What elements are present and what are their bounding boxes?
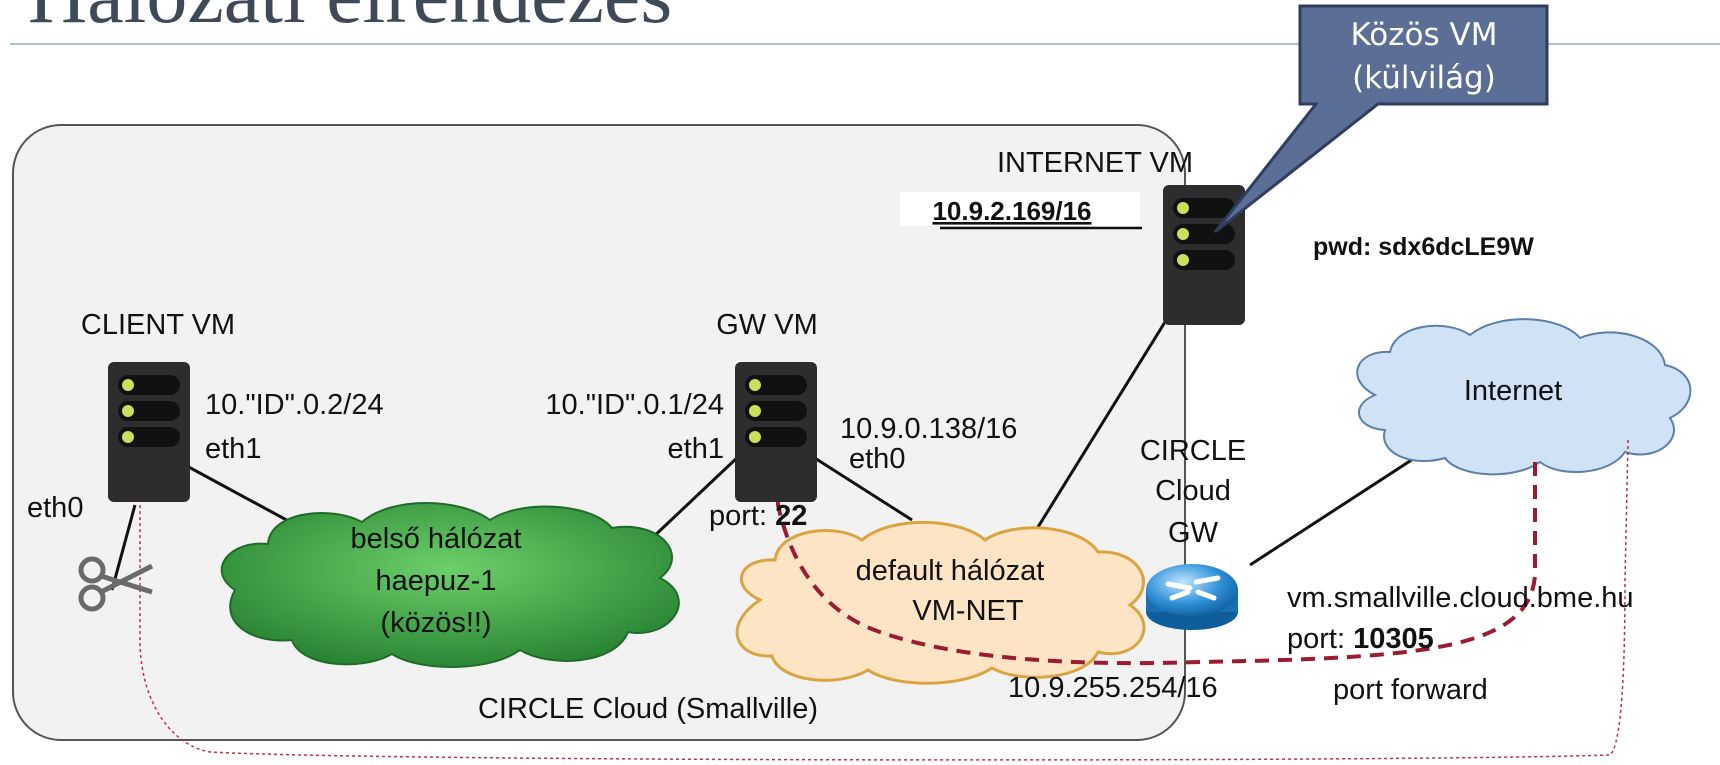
gw-vm-eth1: eth1	[668, 433, 724, 465]
scissors-icon	[78, 556, 154, 612]
client-vm-eth1: eth1	[205, 433, 261, 465]
gw-vm-label: GW VM	[716, 309, 818, 341]
internet-vm-server-icon	[1163, 185, 1245, 325]
callout-line2: (külvilág)	[1352, 60, 1496, 96]
client-vm-label: CLIENT VM	[81, 309, 235, 341]
default-network-line1: default hálózat	[856, 555, 1045, 587]
default-net-ip: 10.9.0.138/16	[840, 413, 1017, 445]
router-icon	[1146, 564, 1238, 630]
circle-gw-ip: 10.9.255.254/16	[1008, 672, 1218, 704]
client-vm-ip: 10."ID".0.2/24	[205, 389, 384, 421]
circle-gw-line2: Cloud	[1155, 475, 1231, 507]
forward-label: port forward	[1333, 674, 1488, 706]
default-network-line2: VM-NET	[912, 595, 1023, 627]
circle-cloud-label: CIRCLE Cloud (Smallville)	[478, 693, 818, 725]
callout-shape	[1213, 4, 1549, 234]
slide-title: Hálózati elrendezés	[28, 0, 672, 40]
gw-vm-ip: 10."ID".0.1/24	[545, 389, 724, 421]
link-client-eth0	[110, 504, 137, 591]
internet-vm-ip-box	[900, 192, 1140, 226]
password-label: pwd: sdx6dcLE9W	[1313, 233, 1534, 261]
port-forward-path	[765, 420, 1537, 666]
circle-gw-line1: CIRCLE	[1140, 435, 1246, 467]
callout-line1: Közös VM	[1351, 17, 1498, 53]
internet-label: Internet	[1464, 375, 1562, 407]
link-gw-internal	[648, 453, 742, 542]
link-internet-vm-default	[1028, 321, 1167, 541]
gw-vm-port: port: 22	[709, 500, 807, 532]
gw-vm-server-icon	[735, 362, 817, 502]
client-vm-eth0: eth0	[27, 492, 83, 524]
link-gw-default	[809, 453, 913, 522]
gw-vm-eth0: eth0	[849, 443, 905, 475]
default-network-cloud	[735, 520, 1146, 685]
internal-network-cloud	[220, 502, 680, 668]
internal-network-line3: (közös!!)	[380, 607, 491, 639]
forward-port: port: 10305	[1287, 623, 1434, 655]
client-vm-server-icon	[108, 362, 190, 502]
internet-vm-label: INTERNET VM	[997, 147, 1193, 179]
internet-vm-ip: 10.9.2.169/16	[932, 196, 1091, 226]
forward-host: vm.smallville.cloud.bme.hu	[1287, 582, 1634, 614]
internal-network-line2: haepuz-1	[376, 565, 497, 597]
internet-cloud	[1356, 318, 1692, 476]
circle-gw-line3: GW	[1168, 517, 1219, 549]
internal-network-line1: belső hálózat	[351, 523, 522, 555]
